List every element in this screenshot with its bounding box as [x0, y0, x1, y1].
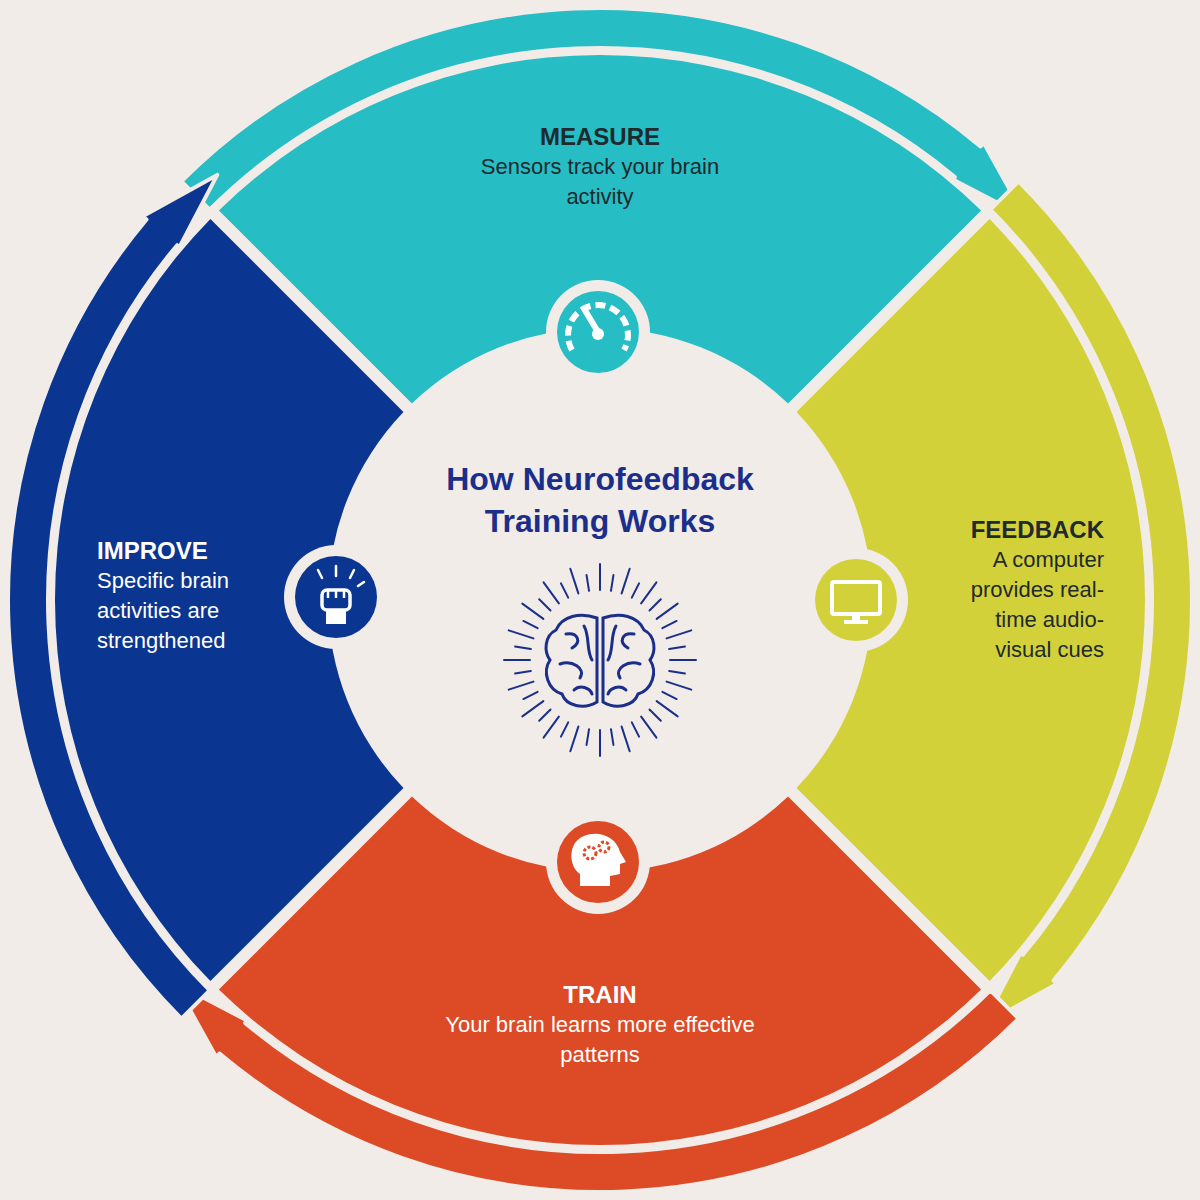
ray-stroke	[544, 717, 559, 738]
step-heading: MEASURE	[470, 122, 730, 152]
ray-stroke	[509, 630, 534, 638]
ray-stroke	[561, 583, 568, 597]
ray-stroke	[632, 722, 639, 736]
brain-folds-left	[560, 626, 592, 694]
ray-stroke	[649, 709, 660, 720]
ray-stroke	[570, 727, 578, 752]
ray-stroke	[515, 671, 531, 674]
ray-stroke	[657, 701, 678, 716]
ray-stroke	[667, 630, 692, 638]
ray-stroke	[641, 582, 656, 603]
center-disc	[334, 334, 866, 866]
ray-stroke	[570, 569, 578, 594]
head-gears-icon	[546, 810, 650, 914]
brain-rays	[504, 564, 696, 756]
ray-stroke	[667, 682, 692, 690]
brain-right	[603, 615, 654, 706]
segment-fill	[55, 219, 403, 981]
brain-folds-right	[608, 626, 640, 694]
ray-stroke	[649, 599, 660, 610]
ray-stroke	[611, 729, 614, 745]
step-description: Sensors track your brain activity	[470, 152, 730, 212]
monitor-icon	[804, 548, 908, 652]
brain-left	[546, 615, 597, 706]
ray-stroke	[544, 582, 559, 603]
ray-stroke	[523, 692, 537, 699]
step-heading: IMPROVE	[97, 536, 269, 566]
segment-label: TRAINYour brain learns more effective pa…	[440, 980, 760, 1070]
ray-stroke	[587, 729, 590, 745]
ray-stroke	[599, 730, 601, 756]
diagram-title: How Neurofeedback Training Works	[405, 458, 795, 542]
ray-stroke	[539, 709, 550, 720]
ray-stroke	[641, 717, 656, 738]
step-description: Your brain learns more effective pattern…	[440, 1010, 760, 1070]
ray-stroke	[669, 671, 685, 674]
step-description: Specific brain activities are strengthen…	[97, 566, 269, 656]
step-heading: FEEDBACK	[952, 515, 1104, 545]
ray-stroke	[522, 701, 543, 716]
segment-label: MEASURESensors track your brain activity	[470, 122, 730, 212]
segment-label: IMPROVESpecific brain activities are str…	[97, 536, 269, 656]
ray-stroke	[515, 647, 531, 650]
gauge-icon	[546, 280, 650, 384]
ray-stroke	[662, 692, 676, 699]
step-heading: TRAIN	[440, 980, 760, 1010]
ray-stroke	[509, 682, 534, 690]
ray-stroke	[632, 583, 639, 597]
ray-stroke	[522, 604, 543, 619]
ray-stroke	[662, 621, 676, 628]
ray-stroke	[622, 727, 630, 752]
step-description: A computer provides real-time audio-visu…	[952, 545, 1104, 665]
ray-stroke	[669, 647, 685, 650]
ray-stroke	[657, 604, 678, 619]
ray-stroke	[670, 659, 696, 661]
segment-label: FEEDBACKA computer provides real-time au…	[952, 515, 1104, 665]
ray-stroke	[539, 599, 550, 610]
ray-stroke	[504, 659, 530, 661]
ray-stroke	[622, 569, 630, 594]
brain-illustration	[504, 564, 696, 756]
ray-stroke	[561, 722, 568, 736]
ray-stroke	[611, 575, 614, 591]
ray-stroke	[599, 564, 601, 590]
fist-icon	[284, 545, 388, 649]
ray-stroke	[587, 575, 590, 591]
ray-stroke	[523, 621, 537, 628]
